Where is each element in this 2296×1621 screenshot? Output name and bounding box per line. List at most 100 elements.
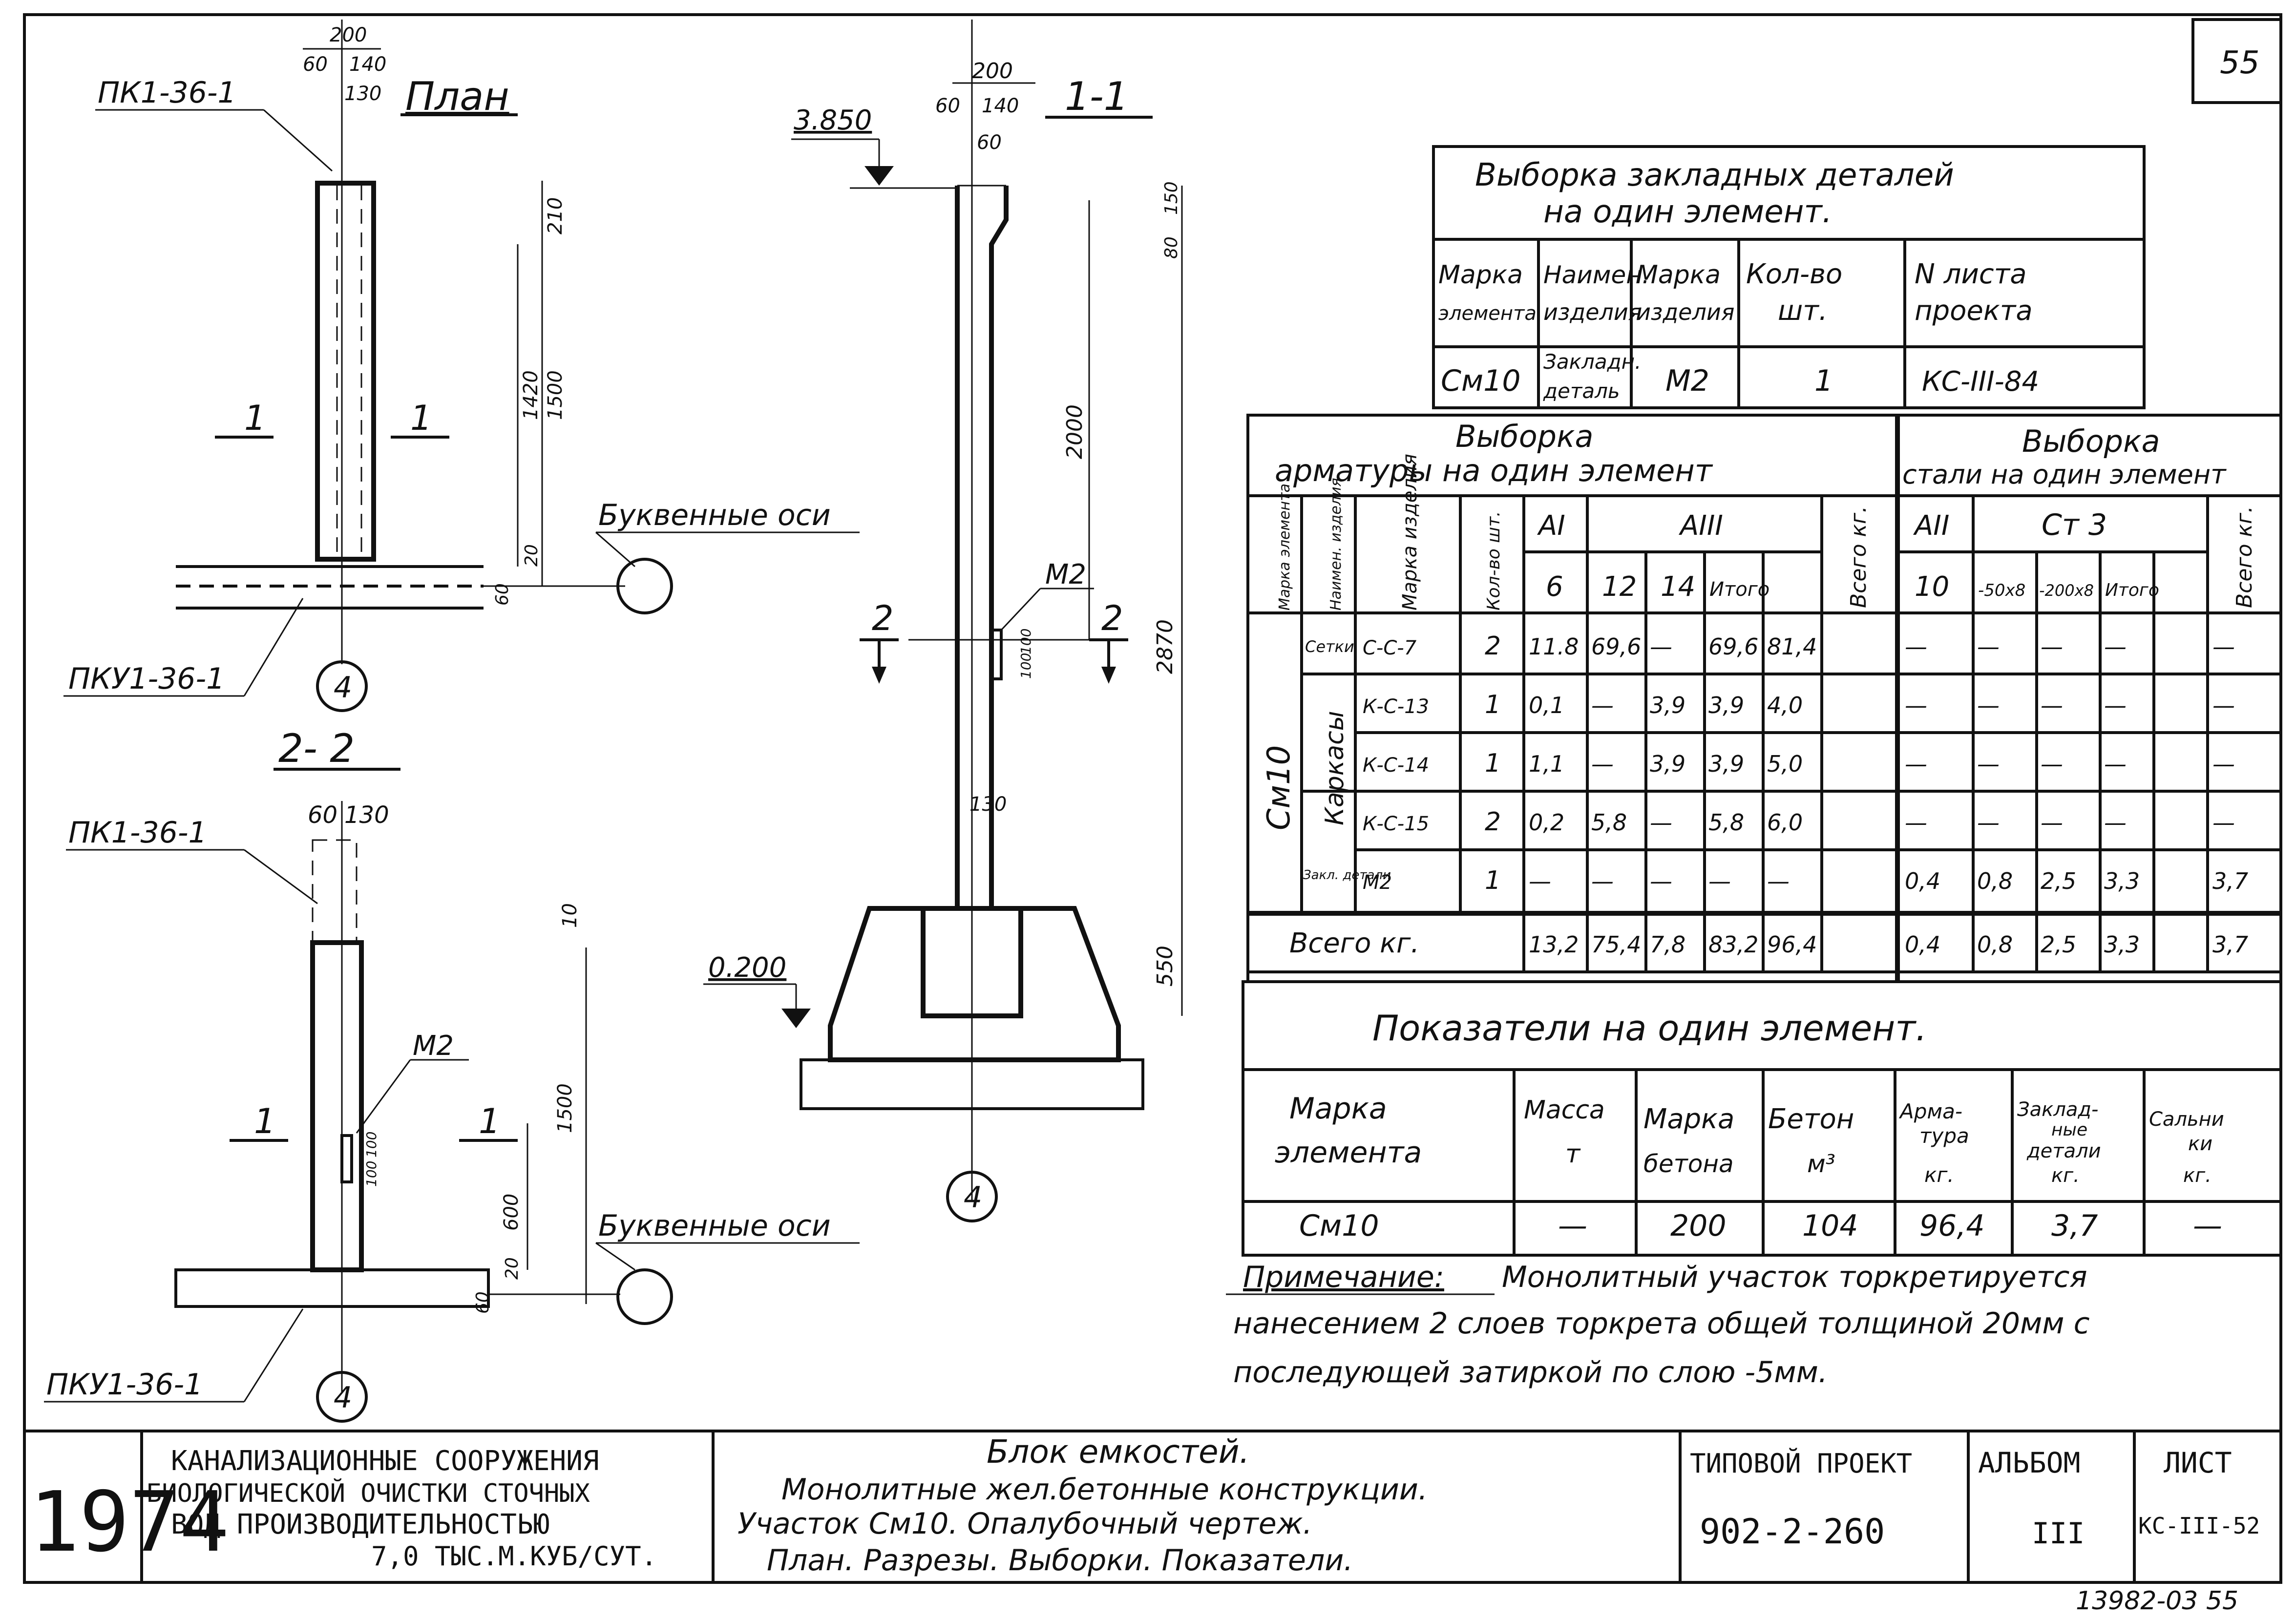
rebar-row-mark: К-С-15 [1363,813,1429,835]
rebar-row-value: 3,9 [1650,751,1685,777]
group-zakl: Закл. детали [1303,868,1391,883]
plan-dim-130: 130 [344,83,381,105]
rebar-row-value: 3,3 [2104,868,2140,894]
plan-dim-60b: 60 [492,583,512,606]
ind-h4-a: Арма- [1898,1099,1962,1123]
rebar-row-value: — [1591,751,1614,777]
rebar-title-2: арматуры на один элемент [1275,453,1713,488]
section-2-2-mark-right: 1 [479,1101,501,1141]
rebar-total-value: 0,4 [1905,931,1940,958]
rebar-row-value: — [1977,751,2000,777]
sheet-number-box [2191,18,2282,104]
emb-mark: М2 [1665,364,1709,398]
rebar-row-value: — [1905,751,1927,777]
rebar-row-value: — [1905,633,1927,660]
rebar-row-value: 3,7 [2212,868,2248,894]
s11-dim-2000: 2000 [1062,404,1087,459]
plan-dim-60: 60 [303,53,328,76]
col-qty: Кол-во шт. [1484,511,1504,611]
elev-bottom: 0.200 [708,952,786,984]
rebar-row-value: 3,9 [1708,751,1744,777]
note-label: Примечание: [1243,1260,1444,1294]
sheet-frame [23,13,2282,1584]
emb-h3-b: шт. [1778,295,1828,327]
rebar-row-value: — [1708,868,1731,894]
emb-name-2: деталь [1543,379,1620,403]
tb-desc-4: План. Разрезы. Выборки. Показатели. [767,1543,1353,1578]
rebar-row-value: — [1905,692,1927,718]
rebar-row-qty: 2 [1485,807,1501,837]
plan-section-mark-left: 1 [244,398,266,438]
rebar-row-value: — [1977,633,2000,660]
section-2-2-dim-60: 60 [308,801,337,829]
rebar-total-value: 75,4 [1591,931,1641,958]
note: Примечание: Монолитный участок торкретир… [1226,1260,2090,1389]
rebar-row-value: 69,6 [1591,633,1641,660]
sheet-number: 55 [2220,45,2259,81]
section-2-2-axis-circle [316,1371,368,1423]
rebar-row-value: 3,9 [1650,692,1685,718]
rebar-row-value: — [2041,809,2063,836]
plan-dim-20: 20 [522,544,542,567]
rebar-row-qty: 1 [1485,749,1501,778]
rebar-row-value: 6,0 [1767,809,1803,836]
ind-h2-b: бетона [1643,1150,1734,1178]
ind-v0: См10 [1299,1209,1379,1243]
tb-year: 1974 [29,1474,229,1571]
rebar-row-value: — [2212,633,2235,660]
plan-dim-200: 200 [330,24,367,46]
embedded-title-2: на один элемент. [1543,194,1832,230]
tb-org-4: 7,0 ТЫС.М.КУБ/СУТ. [371,1541,657,1572]
ind-h5-b: ные [2051,1120,2087,1140]
rebar-row-value: — [2041,751,2063,777]
steel-title-2: стали на один элемент [1902,459,2227,490]
ind-h1-a: Масса [1524,1095,1605,1125]
rebar-row-value: — [1591,692,1614,718]
plan-dim-1420: 1420 [520,370,542,420]
ind-v3: 104 [1802,1209,1858,1243]
group-setki: Сетки [1305,637,1354,656]
grp-aiii: AIII [1679,510,1723,542]
footer-code: 13982-03 55 [2076,1586,2238,1616]
emb-name-1: Закладн. [1543,350,1641,374]
rebar-row-mark: К-С-14 [1363,754,1429,777]
emb-h0-a: Марка [1438,260,1523,290]
rebar-steel-table: Выборка арматуры на один элемент Выборка… [1246,414,2282,983]
sub-14: 14 [1661,571,1695,603]
rebar-row-qty: 1 [1485,690,1501,719]
emb-h1-a: Наимен. [1543,261,1650,289]
note-line2: нанесением 2 слоев торкрета общей толщин… [1233,1306,2090,1341]
plan-bottom-mark: ПКУ1-36-1 [68,662,225,696]
section-1-1-embed [990,629,1003,680]
rebar-row-value: 81,4 [1767,633,1817,660]
section-1-1: 1-1 3.850 0.200 М2 2 2 [703,20,1183,1222]
tb-desc-1: Блок емкостей. [987,1433,1250,1471]
ind-h6-a: Сальни [2149,1108,2224,1131]
tb-sheet-label: ЛИСТ [2164,1446,2232,1479]
emb-h3-a: Кол-во [1746,258,1842,290]
rebar-total-label: Всего кг. [1289,927,1419,959]
rebar-row-value: 0,2 [1529,809,1564,836]
sub-itogo: Итого [1709,578,1769,601]
rebar-row-value: — [2104,809,2127,836]
rebar-row-qty: 1 [1485,866,1501,895]
ind-h6-c: кг. [2183,1164,2212,1187]
section-2-2-letter-axis-circle [616,1268,673,1325]
rebar-total-value: 96,4 [1767,931,1817,958]
plan-section-mark-right: 1 [410,398,432,438]
s11-dim-100b: 100 [1018,653,1034,679]
ind-h5-a: Заклад- [2017,1098,2098,1121]
ind-v2: 200 [1670,1209,1727,1243]
rebar-row-value: 1,1 [1529,751,1564,777]
rebar-row-value: — [2212,809,2235,836]
ind-h1-b: т [1565,1139,1581,1169]
tb-desc-3: Участок См10. Опалубочный чертеж. [737,1507,1312,1541]
section-2-2-axis-number: 4 [334,1381,352,1415]
emb-sheet: КС-III-84 [1922,366,2039,398]
rebar-row-value: 2,5 [2041,868,2076,894]
ind-v5: 3,7 [2051,1209,2098,1243]
plan-top-mark: ПК1-36-1 [98,76,236,110]
s11-dim-150: 150 [1161,181,1181,215]
tb-sheet-code: КС-III-52 [2138,1513,2260,1539]
